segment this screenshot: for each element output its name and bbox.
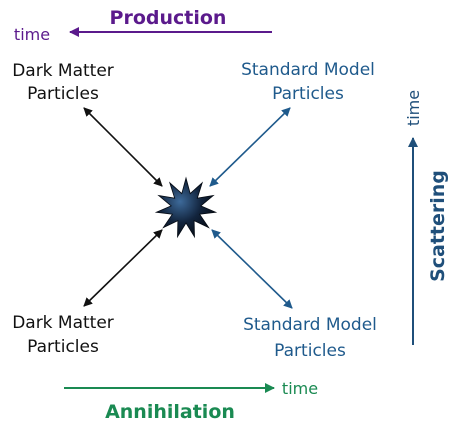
sm-top-arrow xyxy=(209,107,291,187)
sm-bottom-label-line1: Standard Model xyxy=(243,315,377,335)
annihilation-label: Annihilation xyxy=(105,401,235,422)
dm-top-label-line2: Particles xyxy=(27,84,99,104)
sm-top-label-line2: Particles xyxy=(272,84,344,104)
interaction-vertex-icon xyxy=(154,176,218,239)
sm-top-label-line1: Standard Model xyxy=(241,60,375,80)
dm-top-arrow xyxy=(83,107,163,187)
scattering-label: Scattering xyxy=(427,170,449,282)
dm-bottom-label-line1: Dark Matter xyxy=(12,313,114,333)
production-label: Production xyxy=(110,7,227,29)
production-time-label: time xyxy=(14,25,50,44)
annihilation-time-label: time xyxy=(282,379,318,398)
sm-bottom-arrow xyxy=(211,229,293,309)
dm-bottom-arrow xyxy=(83,229,163,307)
dm-top-label-line1: Dark Matter xyxy=(12,61,114,81)
scattering-time-label: time xyxy=(404,90,423,126)
sm-bottom-label-line2: Particles xyxy=(274,341,346,361)
dm-bottom-label-line2: Particles xyxy=(27,337,99,357)
